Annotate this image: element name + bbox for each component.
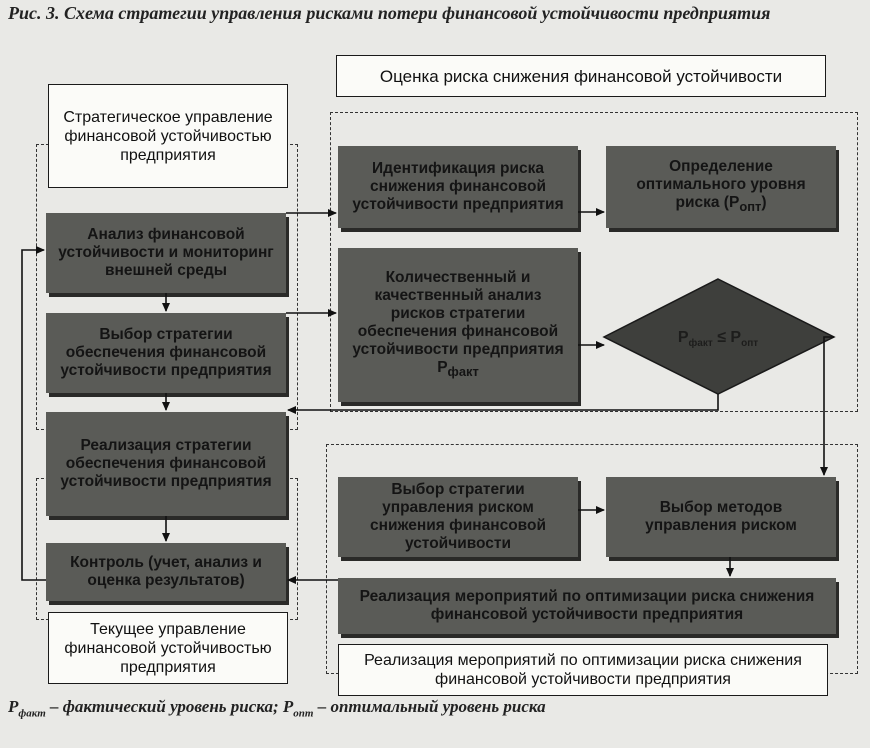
- strategy-implementation-box: Реализация стратегии обеспечения финансо…: [46, 412, 286, 516]
- quant-analysis-sub: факт: [447, 364, 479, 380]
- legend-p2-sub: опт: [293, 707, 314, 720]
- figure-caption: Рис. 3. Схема стратегии управления риска…: [8, 3, 771, 23]
- strategic-management-box: Стратегическое управление финансовой уст…: [48, 84, 288, 188]
- risk-strategy-choice-box: Выбор стратегии управления риском снижен…: [338, 477, 578, 557]
- header-box: Оценка риска снижения финансовой устойчи…: [336, 55, 826, 97]
- control-box: Контроль (учет, анализ и оценка результа…: [46, 543, 286, 601]
- optimal-level-text: Определение оптимального уровня риска (Р: [636, 157, 806, 211]
- legend-p2: Р: [282, 697, 294, 716]
- legend-p1-text: – фактический уровень риска;: [45, 697, 283, 716]
- current-management-box: Текущее управление финансовой устойчивос…: [48, 612, 288, 684]
- bottom-measures-box: Реализация мероприятий по оптимизации ри…: [338, 644, 828, 696]
- quant-analysis-box: Количественный и качественный анализ рис…: [338, 248, 578, 402]
- quant-analysis-text: Количественный и качественный анализ рис…: [352, 268, 564, 376]
- legend: Рфакт – фактический уровень риска; Ропт …: [8, 697, 858, 719]
- risk-methods-choice-box: Выбор методов управления риском: [606, 477, 836, 557]
- strategy-choice-box: Выбор стратегии обеспечения финансовой у…: [46, 313, 286, 393]
- risk-assessment-frame: [330, 112, 858, 412]
- legend-p1-sub: факт: [18, 707, 46, 720]
- risk-measures-box: Реализация мероприятий по оптимизации ри…: [338, 578, 836, 634]
- identification-box: Идентификация риска снижения финансовой …: [338, 146, 578, 228]
- analysis-box: Анализ финансовой устойчивости и монитор…: [46, 213, 286, 293]
- optimal-level-box: Определение оптимального уровня риска (Р…: [606, 146, 836, 228]
- legend-p2-text: – оптимальный уровень риска: [313, 697, 546, 716]
- optimal-level-sub: опт: [739, 199, 762, 215]
- legend-p1: Р: [8, 697, 19, 716]
- optimal-level-end: ): [761, 193, 767, 211]
